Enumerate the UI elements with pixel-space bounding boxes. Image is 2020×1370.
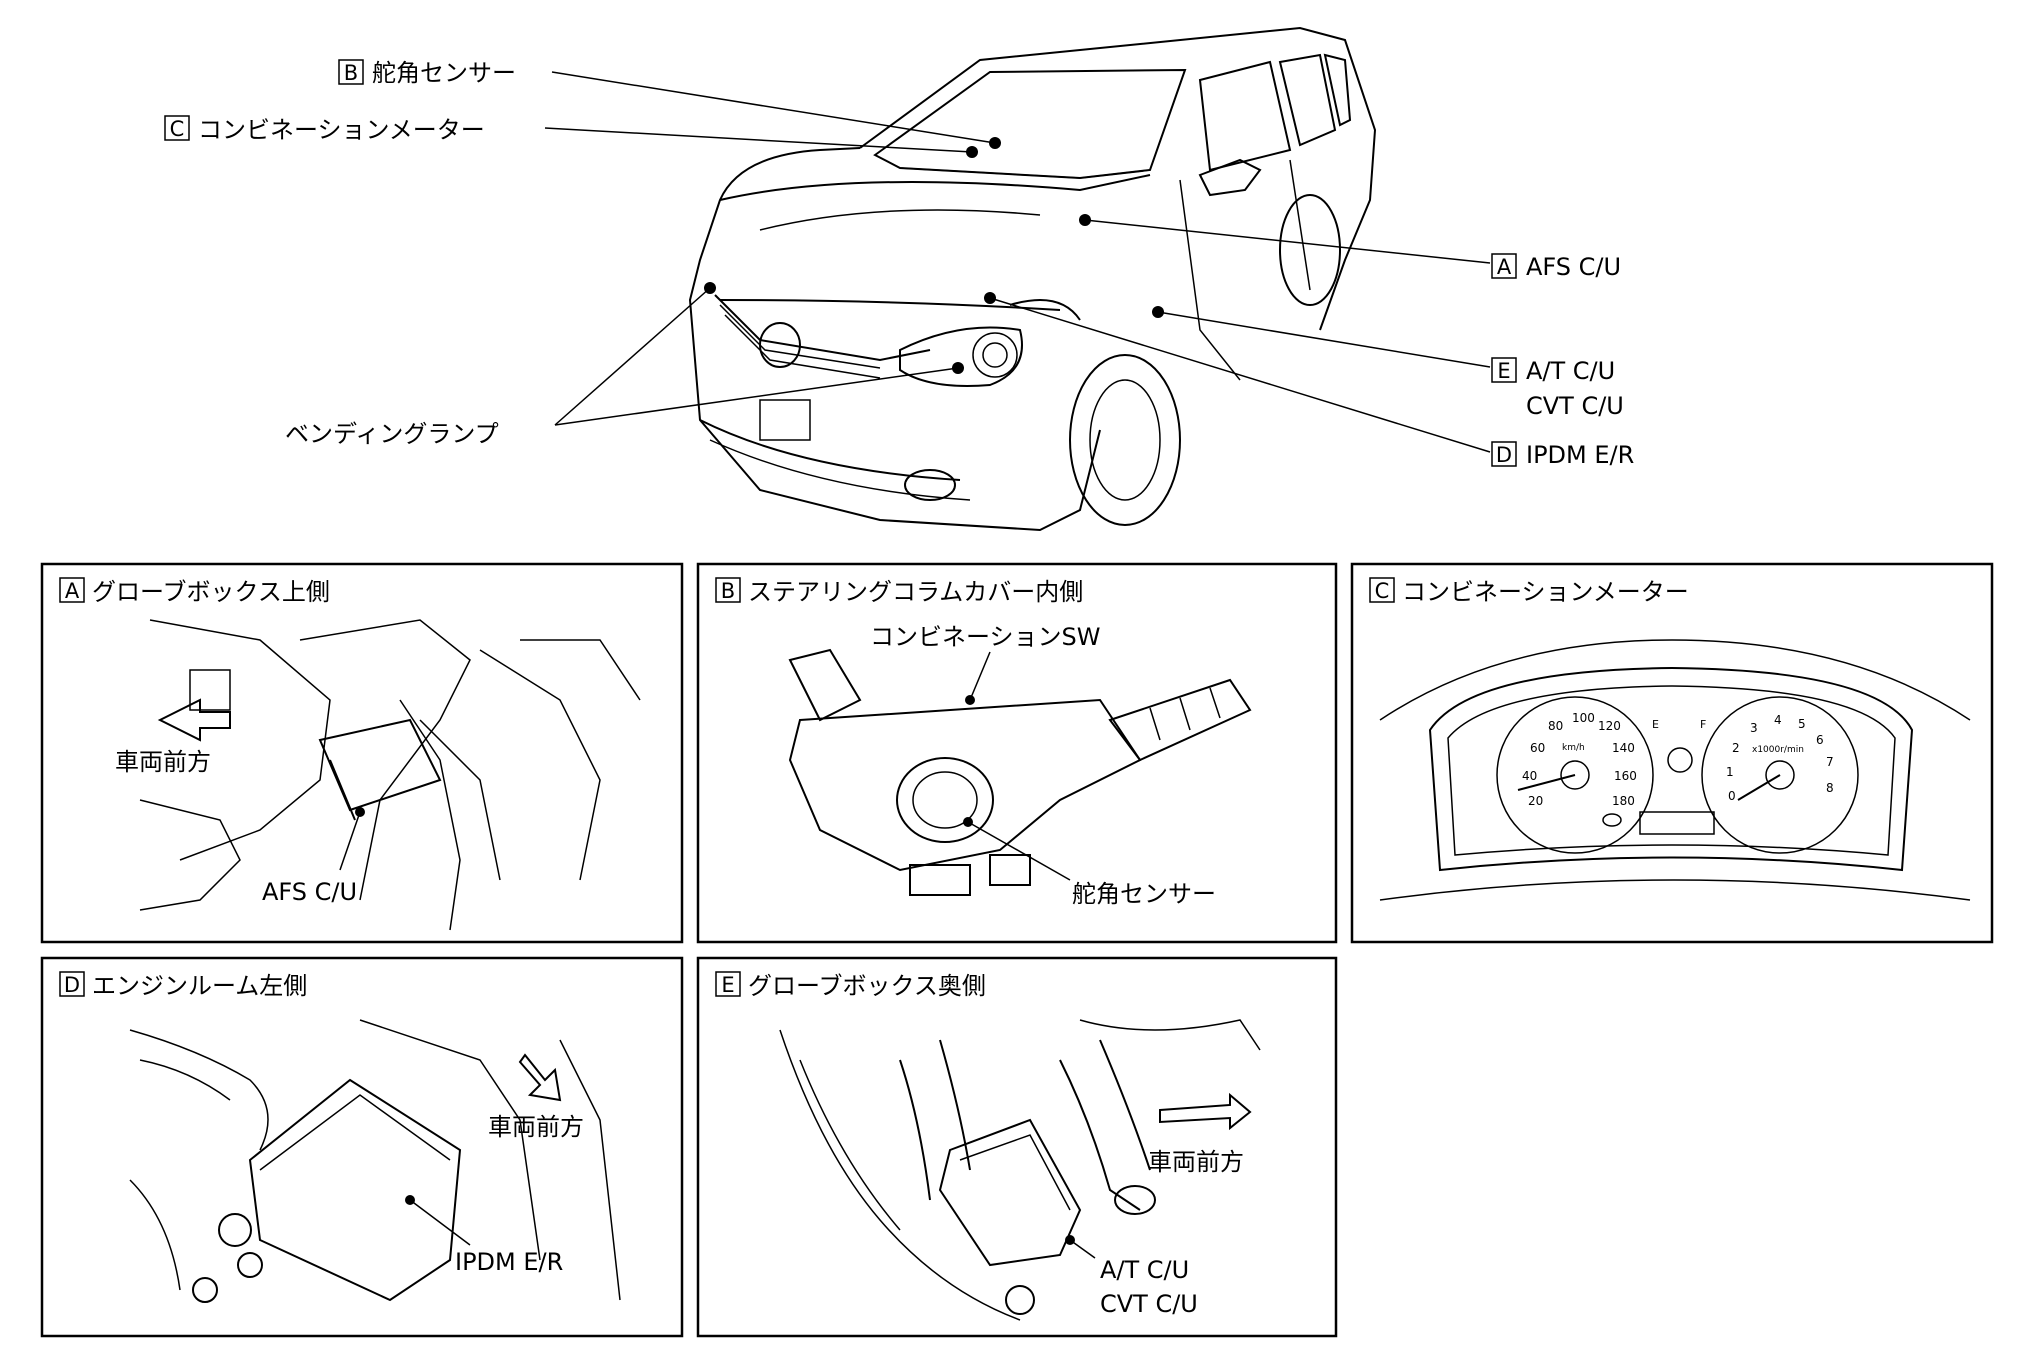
callout-letter-d: D — [1496, 443, 1512, 467]
car-illustration — [688, 26, 1377, 532]
panel-e-title: グローブボックス奥側 — [748, 972, 986, 1000]
panel-e: E グローブボックス奥側 車両前方 A/T C/U CVT C/U — [696, 956, 1338, 1338]
callout-label-combination-meter: コンビネーションメーター — [198, 116, 485, 144]
svg-text:F: F — [1700, 718, 1706, 731]
panel-a-title: グローブボックス上側 — [92, 578, 330, 606]
svg-text:0: 0 — [1728, 789, 1736, 803]
svg-text:100: 100 — [1572, 711, 1595, 725]
callout-label-bending-lamp: ベンディングランプ — [285, 420, 499, 448]
panel-d-title: エンジンルーム左側 — [92, 972, 307, 1000]
panel-a: A グローブボックス上側 車両前方 AFS C/U — [40, 562, 684, 944]
svg-text:80: 80 — [1548, 719, 1563, 733]
svg-text:km/h: km/h — [1562, 743, 1585, 753]
panel-c-letter: C — [1375, 579, 1390, 603]
callout-label-steering-sensor: 舵角センサー — [372, 59, 516, 87]
panel-b-part-bottom: 舵角センサー — [1072, 880, 1216, 908]
svg-text:8: 8 — [1826, 781, 1834, 795]
callout-letter-a: A — [1497, 255, 1512, 279]
svg-text:x1000r/min: x1000r/min — [1752, 745, 1804, 755]
callout-label-at-cu: A/T C/U — [1526, 357, 1615, 385]
svg-text:60: 60 — [1530, 741, 1545, 755]
svg-text:E: E — [1652, 718, 1659, 731]
panel-d: D エンジンルーム左側 車両前方 IPDM E/R — [40, 956, 684, 1338]
callout-label-cvt-cu: CVT C/U — [1526, 392, 1624, 420]
main-callout-d: D IPDM E/R — [1491, 441, 1634, 469]
panel-a-letter: A — [65, 579, 80, 603]
front-arrow-icon — [1159, 1092, 1252, 1131]
panel-a-direction: 車両前方 — [115, 748, 211, 776]
callout-letter-c: C — [170, 117, 185, 141]
panel-b-part-top: コンビネーションSW — [870, 623, 1100, 651]
svg-text:3: 3 — [1750, 721, 1758, 735]
main-callout-e: E A/T C/U CVT C/U — [1491, 357, 1624, 420]
svg-text:20: 20 — [1528, 794, 1543, 808]
callout-label-ipdm: IPDM E/R — [1526, 441, 1634, 469]
panel-d-letter: D — [64, 973, 80, 997]
panel-a-part: AFS C/U — [262, 878, 357, 906]
panel-e-direction: 車両前方 — [1148, 1148, 1244, 1176]
main-callout-c: C コンビネーションメーター — [164, 115, 485, 144]
panel-c-title: コンビネーションメーター — [1402, 578, 1689, 606]
panel-d-part: IPDM E/R — [455, 1248, 563, 1276]
main-leader-lines — [544, 71, 1491, 453]
panel-b: B ステアリングコラムカバー内側 コンビネーションSW 舵角センサー — [696, 562, 1338, 944]
svg-text:4: 4 — [1774, 713, 1782, 727]
panel-e-letter: E — [721, 973, 734, 997]
front-arrow-icon — [157, 698, 231, 742]
panel-e-part2: CVT C/U — [1100, 1290, 1198, 1318]
callout-letter-b: B — [344, 61, 358, 85]
svg-text:40: 40 — [1522, 769, 1537, 783]
callout-label-afs: AFS C/U — [1526, 253, 1621, 281]
main-callout-b: B 舵角センサー — [338, 59, 516, 87]
panel-b-title: ステアリングコラムカバー内側 — [748, 578, 1083, 606]
panel-d-direction: 車両前方 — [488, 1113, 584, 1141]
main-callout-a: A AFS C/U — [1491, 253, 1621, 281]
svg-text:5: 5 — [1798, 717, 1806, 731]
svg-text:120: 120 — [1598, 719, 1621, 733]
callout-letter-e: E — [1497, 359, 1510, 383]
svg-text:7: 7 — [1826, 755, 1834, 769]
svg-text:2: 2 — [1732, 741, 1740, 755]
svg-text:180: 180 — [1612, 794, 1635, 808]
svg-text:160: 160 — [1614, 769, 1637, 783]
svg-text:1: 1 — [1726, 765, 1734, 779]
panel-b-letter: B — [721, 579, 735, 603]
front-arrow-icon — [518, 1053, 562, 1102]
panel-c: C コンビネーションメーター 20 40 60 80 100 120 140 1… — [1350, 562, 1994, 944]
panel-e-part1: A/T C/U — [1100, 1256, 1189, 1284]
svg-text:140: 140 — [1612, 741, 1635, 755]
svg-text:6: 6 — [1816, 733, 1824, 747]
